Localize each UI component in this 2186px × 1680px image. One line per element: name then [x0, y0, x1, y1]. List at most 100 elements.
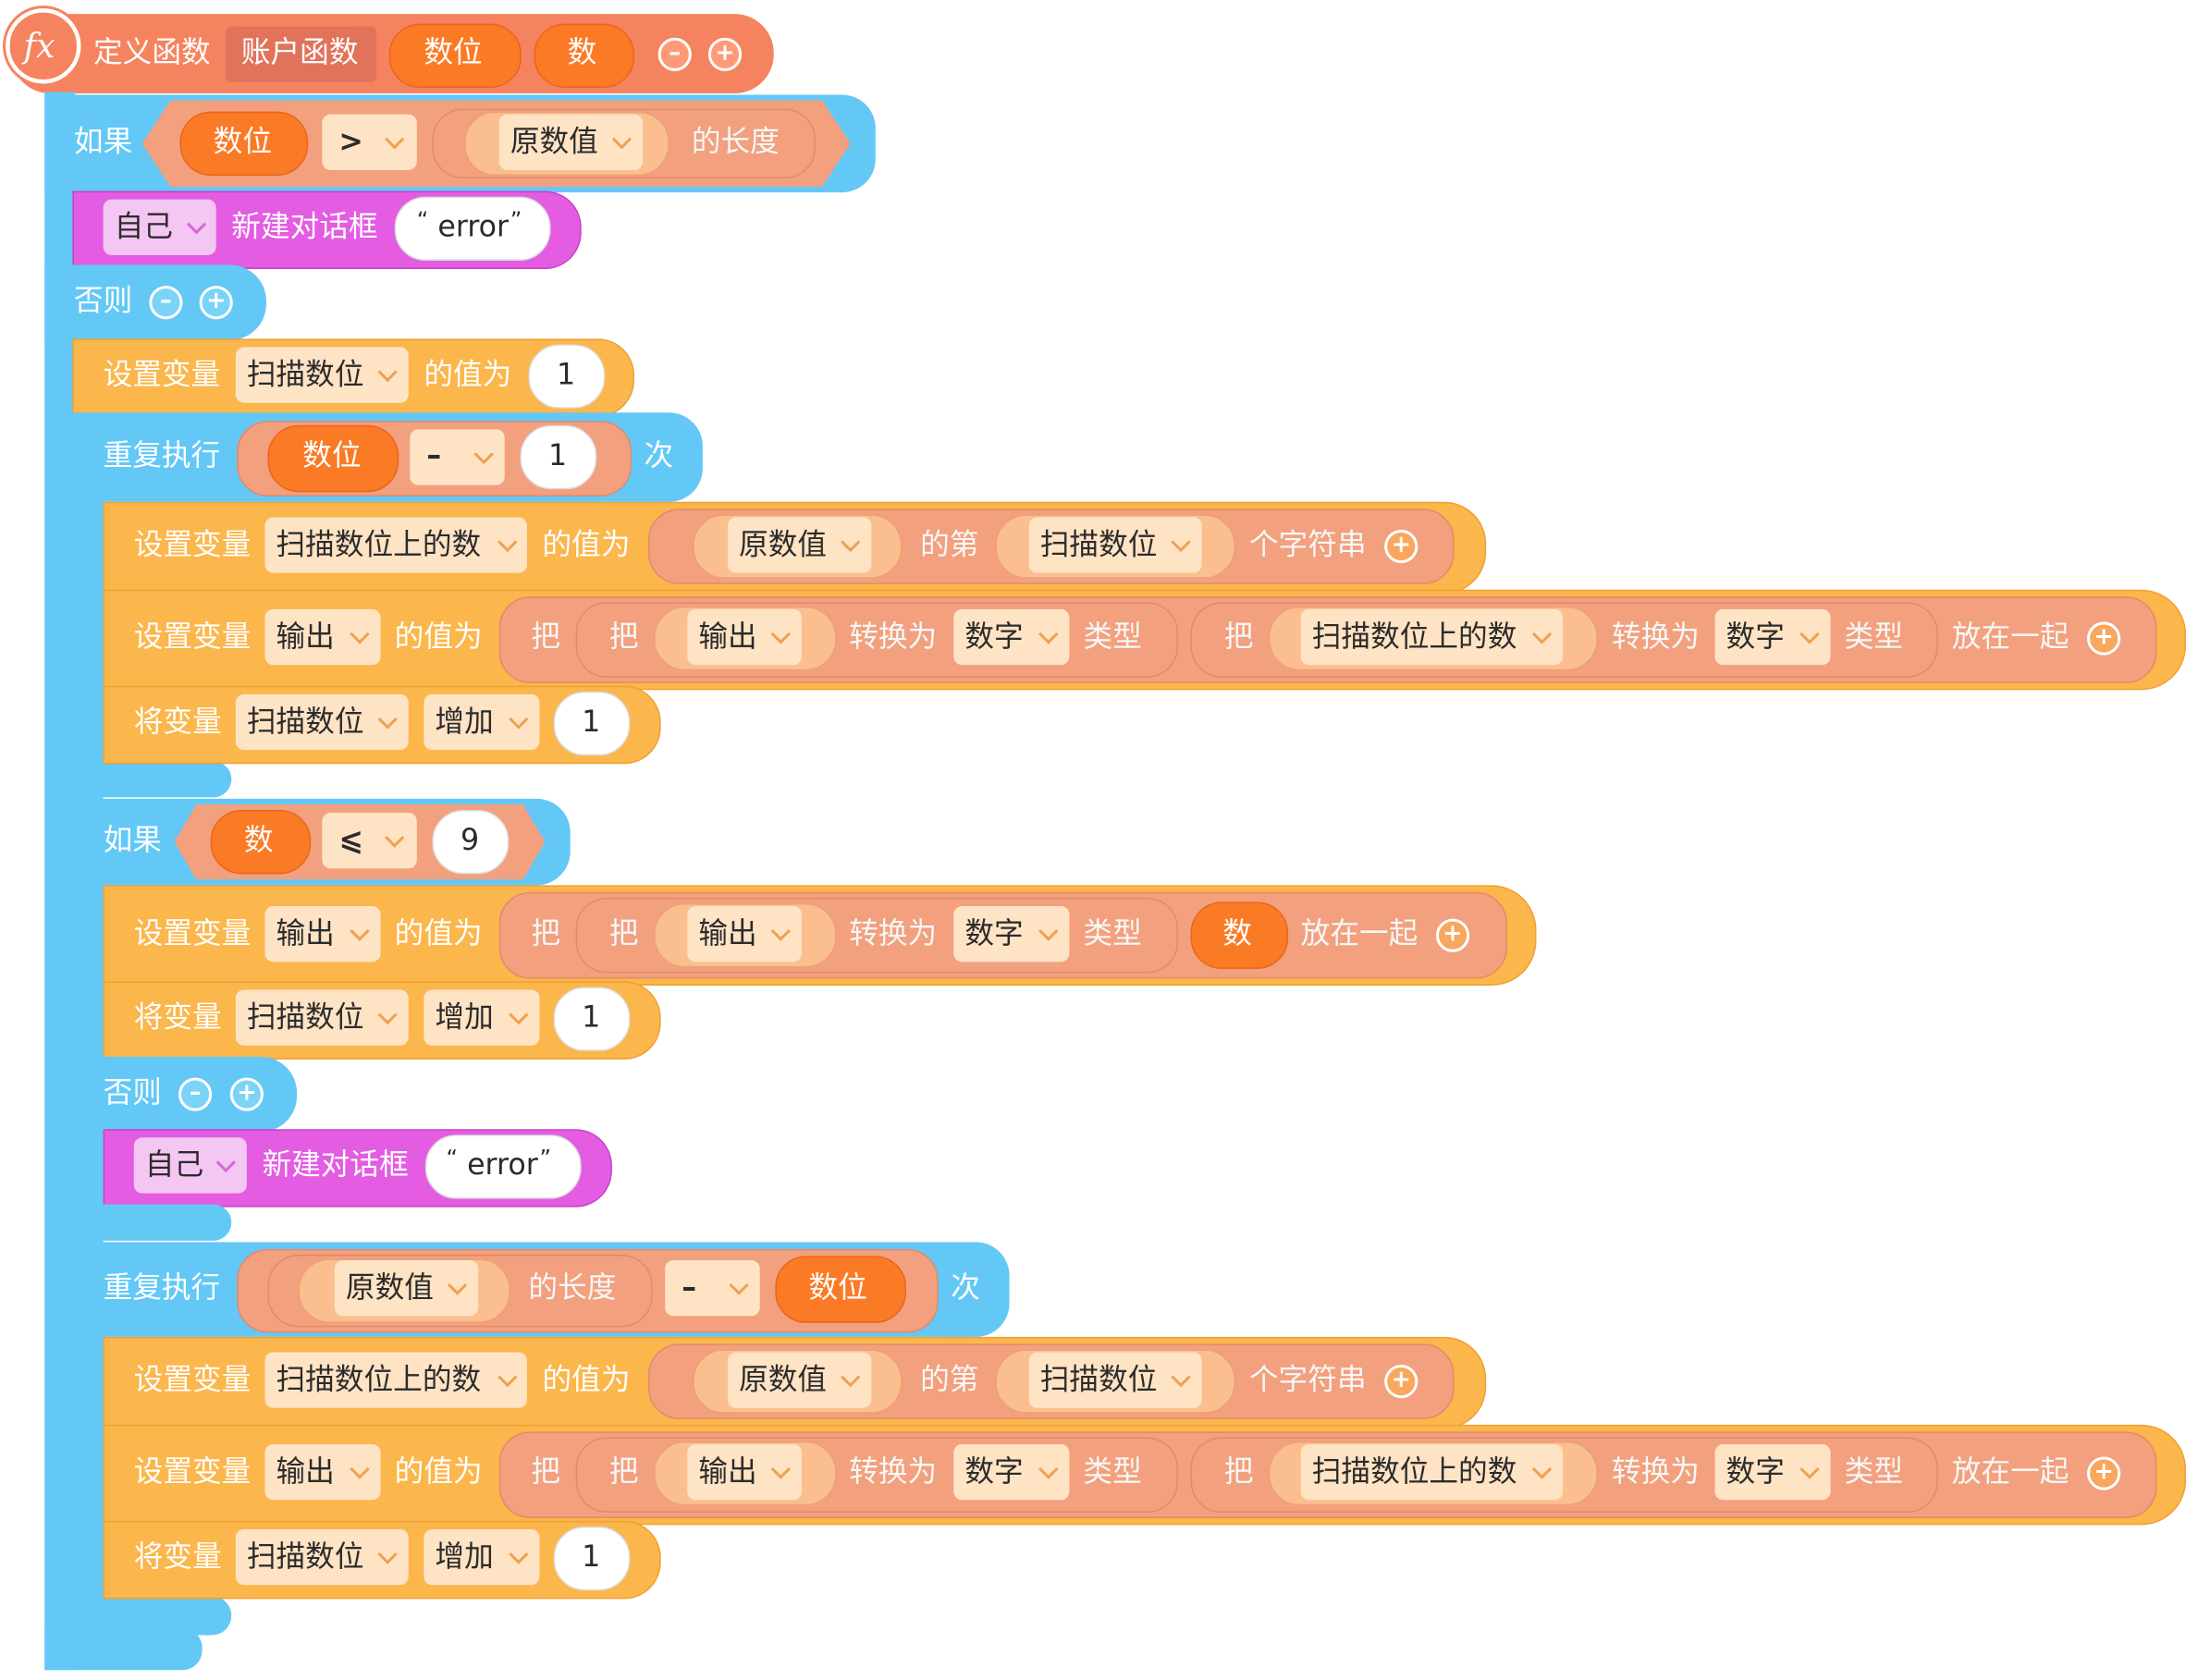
- output-var-dropdown[interactable]: [687, 1443, 802, 1501]
- variable-dropdown[interactable]: [235, 1528, 409, 1586]
- function-name: 账户函数: [240, 35, 359, 69]
- scan-var-dropdown[interactable]: [1028, 1352, 1202, 1408]
- variable-dropdown[interactable]: [235, 693, 409, 751]
- self-dropdown[interactable]: [103, 199, 216, 255]
- output-var-label: 输出: [698, 916, 757, 950]
- repeat-rail: [72, 1331, 104, 1636]
- orig-var-dropdown[interactable]: [334, 1259, 479, 1317]
- new-dialog-label: 新建对话框: [231, 209, 378, 244]
- orig-var-dropdown[interactable]: [728, 517, 872, 573]
- orig-var-label: 原数值: [739, 527, 828, 561]
- length-of-label: 的长度: [691, 124, 780, 159]
- set-variable-label: 设置变量: [133, 1454, 252, 1489]
- type-label: 类型: [1083, 916, 1142, 950]
- variable-dropdown[interactable]: [235, 989, 409, 1046]
- scan-num-dropdown[interactable]: [1300, 608, 1564, 666]
- add-icon[interactable]: +: [2087, 621, 2121, 656]
- number-input[interactable]: [528, 344, 606, 409]
- set-variable-label: 设置变量: [133, 916, 252, 950]
- operator-dropdown[interactable]: [665, 1259, 760, 1317]
- set-variable-label: 设置变量: [103, 357, 221, 391]
- operator-minus: –: [682, 1270, 697, 1305]
- number-value: 1: [557, 357, 576, 391]
- number-value: 9: [461, 823, 480, 857]
- type-dropdown[interactable]: [953, 1443, 1070, 1501]
- orig-var-dropdown[interactable]: [728, 1352, 872, 1408]
- convert-to-label: 转换为: [849, 619, 938, 654]
- set-variable-label: 设置变量: [133, 619, 252, 654]
- type-label: 类型: [1844, 1454, 1904, 1489]
- scan-var-dropdown[interactable]: [1028, 517, 1202, 573]
- remove-branch-icon[interactable]: –: [178, 1077, 213, 1111]
- variable-output: 输出: [276, 619, 335, 654]
- number-input[interactable]: [432, 809, 510, 875]
- add-param-icon[interactable]: +: [707, 37, 743, 71]
- orig-var-label: 原数值: [345, 1270, 434, 1305]
- variable-dropdown[interactable]: [264, 906, 381, 963]
- function-name-field[interactable]: [226, 26, 377, 82]
- repeat-rail: [72, 496, 104, 798]
- error-text-field[interactable]: [394, 196, 551, 261]
- number-input[interactable]: [553, 1526, 631, 1591]
- digits-label: 数位: [213, 124, 273, 159]
- type-dropdown[interactable]: [1714, 608, 1831, 666]
- variable-dropdown[interactable]: [264, 517, 527, 573]
- digits-pill[interactable]: [267, 424, 399, 493]
- orig-var-dropdown[interactable]: [498, 114, 644, 170]
- type-dropdown[interactable]: [953, 906, 1070, 963]
- increase-dropdown[interactable]: [424, 989, 540, 1046]
- variable-dropdown[interactable]: [264, 1352, 527, 1408]
- add-branch-icon[interactable]: +: [199, 286, 233, 320]
- type-dropdown[interactable]: [953, 608, 1070, 666]
- join-label: 放在一起: [1951, 1454, 2069, 1489]
- variable-scan-num: 扫描数位上的数: [276, 527, 482, 561]
- increase-dropdown[interactable]: [424, 1528, 540, 1586]
- digits-pill[interactable]: [775, 1256, 907, 1323]
- put-label: 把: [1223, 619, 1254, 654]
- num-pill[interactable]: [1190, 901, 1289, 969]
- variable-dropdown[interactable]: [235, 347, 409, 403]
- scan-var-label: 扫描数位: [1039, 527, 1158, 561]
- number-input[interactable]: [553, 987, 631, 1051]
- type-dropdown[interactable]: [1714, 1443, 1831, 1501]
- value-is-label: 的值为: [394, 916, 483, 950]
- add-icon[interactable]: +: [2087, 1456, 2121, 1490]
- self-dropdown[interactable]: [133, 1137, 247, 1194]
- type-number-label: 数字: [1725, 619, 1785, 654]
- operator-dropdown[interactable]: [410, 429, 505, 485]
- join-label: 放在一起: [1951, 619, 2069, 654]
- variable-dropdown[interactable]: [264, 608, 381, 666]
- param-num-pill[interactable]: [534, 23, 635, 88]
- nth-label: 的第: [920, 527, 979, 561]
- scan-num-dropdown[interactable]: [1300, 1443, 1564, 1501]
- param-digits-label: 数位: [424, 35, 483, 69]
- function-body-rail: [44, 92, 76, 1671]
- convert-to-label: 转换为: [1611, 619, 1700, 654]
- add-icon[interactable]: +: [1384, 529, 1418, 564]
- error-text-field[interactable]: [424, 1134, 582, 1199]
- add-icon[interactable]: +: [1435, 918, 1470, 952]
- operator-dropdown[interactable]: [322, 114, 417, 170]
- add-branch-icon[interactable]: +: [229, 1077, 264, 1111]
- num-pill[interactable]: [210, 809, 312, 875]
- type-number-label: 数字: [964, 619, 1024, 654]
- variable-dropdown[interactable]: [264, 1443, 381, 1501]
- add-icon[interactable]: +: [1384, 1365, 1418, 1399]
- operator-gt: >: [338, 124, 363, 159]
- quote-open: “: [416, 206, 429, 233]
- put-label: 把: [608, 916, 639, 950]
- remove-branch-icon[interactable]: –: [149, 286, 183, 320]
- output-var-dropdown[interactable]: [687, 608, 802, 666]
- number-input[interactable]: [553, 691, 631, 756]
- remove-param-icon[interactable]: –: [657, 37, 692, 71]
- digits-pill[interactable]: [179, 111, 309, 176]
- increase-dropdown[interactable]: [424, 693, 540, 751]
- output-var-dropdown[interactable]: [687, 906, 802, 963]
- param-digits-pill[interactable]: [388, 23, 522, 88]
- increase-label: 增加: [435, 705, 494, 739]
- number-input[interactable]: [520, 424, 597, 490]
- fx-glyph: fx: [23, 26, 55, 66]
- operator-dropdown[interactable]: [322, 812, 417, 869]
- digits-label: 数位: [302, 438, 362, 472]
- repeat-label: 重复执行: [103, 438, 221, 472]
